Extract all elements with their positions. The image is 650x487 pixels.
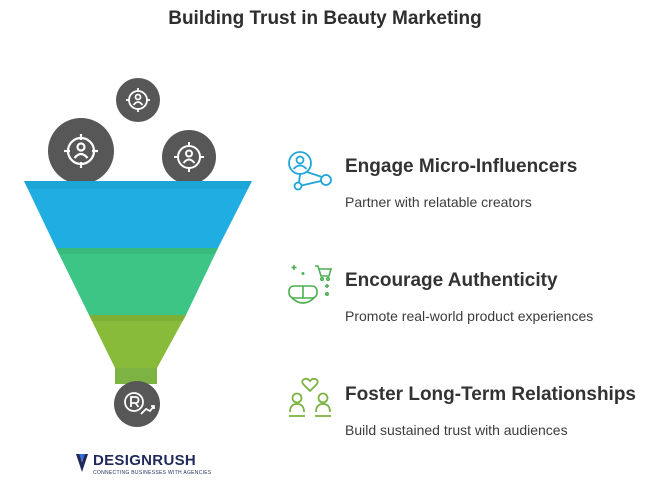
brand-name: DESIGNRUSH: [93, 452, 197, 469]
target-user-icon: [48, 118, 114, 184]
designrush-brand: DESIGNRUSH CONNECTING BUSINESSES WITH AG…: [75, 452, 215, 484]
step-description: Partner with relatable creators: [345, 194, 532, 210]
funnel-stage-2: [56, 248, 218, 315]
target-user-icon: [116, 78, 160, 122]
step-heading: Foster Long-Term Relationships: [345, 384, 637, 405]
funnel-stage-1: [24, 181, 252, 248]
step-description: Build sustained trust with audiences: [345, 422, 568, 438]
registered-growth-icon: [114, 381, 160, 427]
page-title: Building Trust in Beauty Marketing: [168, 8, 482, 29]
people-heart-icon: [289, 377, 331, 417]
funnel-stage-3: [89, 315, 186, 368]
vr-shopping-icon: [288, 265, 333, 304]
target-user-icon: [162, 130, 216, 184]
network-user-icon: [288, 151, 332, 191]
funnel-diagram: [24, 78, 252, 427]
brand-tagline: CONNECTING BUSINESSES WITH AGENCIES: [93, 470, 212, 476]
step-heading: Engage Micro-Influencers: [345, 156, 578, 177]
step-description: Promote real-world product experiences: [345, 308, 594, 324]
designrush-logo-icon: [76, 454, 88, 472]
funnel-spout: [115, 368, 157, 384]
step-heading: Encourage Authenticity: [345, 270, 558, 291]
